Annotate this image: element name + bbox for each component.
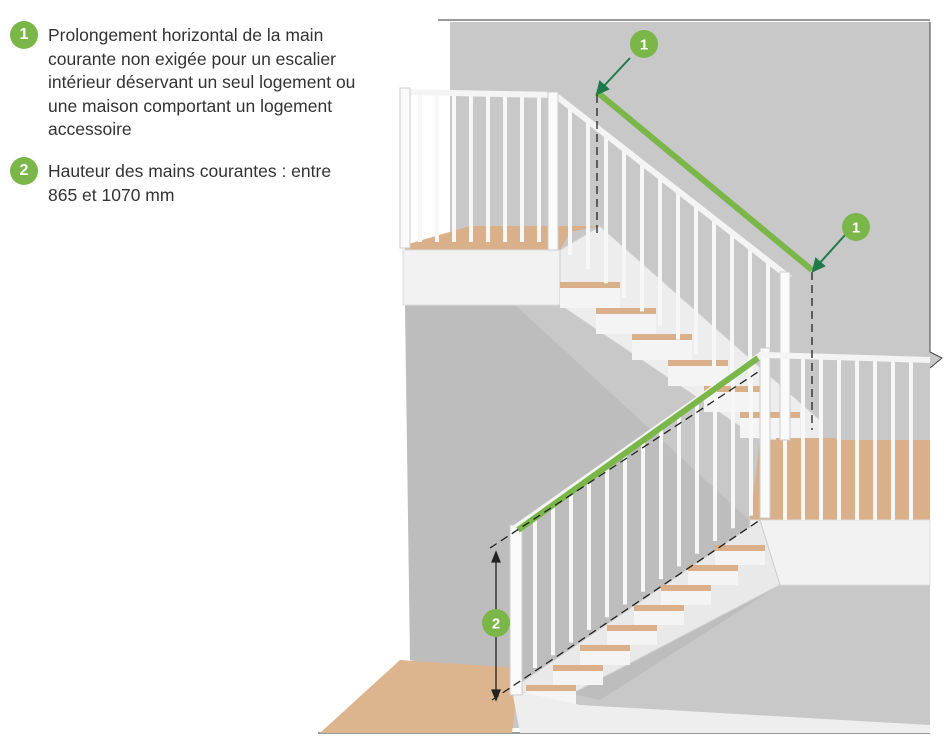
stair-tread	[560, 282, 620, 288]
number-badge: 2	[10, 157, 38, 185]
stair-tread	[634, 605, 684, 611]
stair-riser	[607, 631, 657, 645]
stair-tread	[715, 545, 765, 551]
callout-arrows	[595, 57, 846, 273]
svg-text:1: 1	[640, 37, 648, 54]
upper-wall-handrail	[595, 89, 814, 273]
stair-tread	[553, 665, 603, 671]
callout-marker-1-right: 1	[842, 213, 870, 241]
stair-tread	[632, 334, 692, 340]
upper-landing-fascia	[402, 249, 561, 306]
stair-riser	[632, 340, 692, 360]
stair-tread	[526, 685, 576, 691]
stair-riser	[661, 591, 711, 605]
newel-post	[547, 91, 559, 251]
legend-text: Hauteur des mains courantes : entre 865 …	[48, 161, 332, 205]
ground-floor	[320, 660, 520, 733]
dashed-reference-lines	[489, 95, 813, 701]
stair-tread	[661, 585, 711, 591]
landing-guard-rail	[764, 352, 931, 363]
newel-post	[399, 87, 411, 249]
stair-riser	[596, 314, 656, 334]
stair-riser	[688, 571, 738, 585]
newel-post	[759, 347, 771, 519]
stair-riser	[668, 366, 728, 386]
stair-riser	[634, 611, 684, 625]
legend-item-2: 2 Hauteur des mains courantes : entre 86…	[10, 157, 338, 207]
stair-tread	[580, 645, 630, 651]
newel-post	[509, 524, 523, 696]
svg-text:1: 1	[852, 220, 860, 237]
lower-stair-treads	[526, 545, 765, 705]
stair-tread	[668, 360, 728, 366]
svg-text:2: 2	[492, 616, 500, 633]
stair-riser	[553, 671, 603, 685]
legend-item-1: 1 Prolongement horizontal de la main cou…	[10, 21, 378, 142]
legend-text: Prolongement horizontal de la main coura…	[48, 25, 356, 139]
callout-marker-2: 2	[482, 609, 510, 637]
stair-riser	[580, 651, 630, 665]
callout-marker-1-top: 1	[630, 30, 658, 58]
stair-tread	[596, 308, 656, 314]
number-badge: 1	[10, 21, 38, 49]
lower-handrail	[516, 355, 760, 533]
stair-riser	[715, 551, 765, 565]
stair-tread	[607, 625, 657, 631]
bottom-step-base	[512, 690, 930, 733]
stair-riser	[560, 288, 620, 308]
stair-tread	[688, 565, 738, 571]
balusters	[418, 94, 913, 668]
